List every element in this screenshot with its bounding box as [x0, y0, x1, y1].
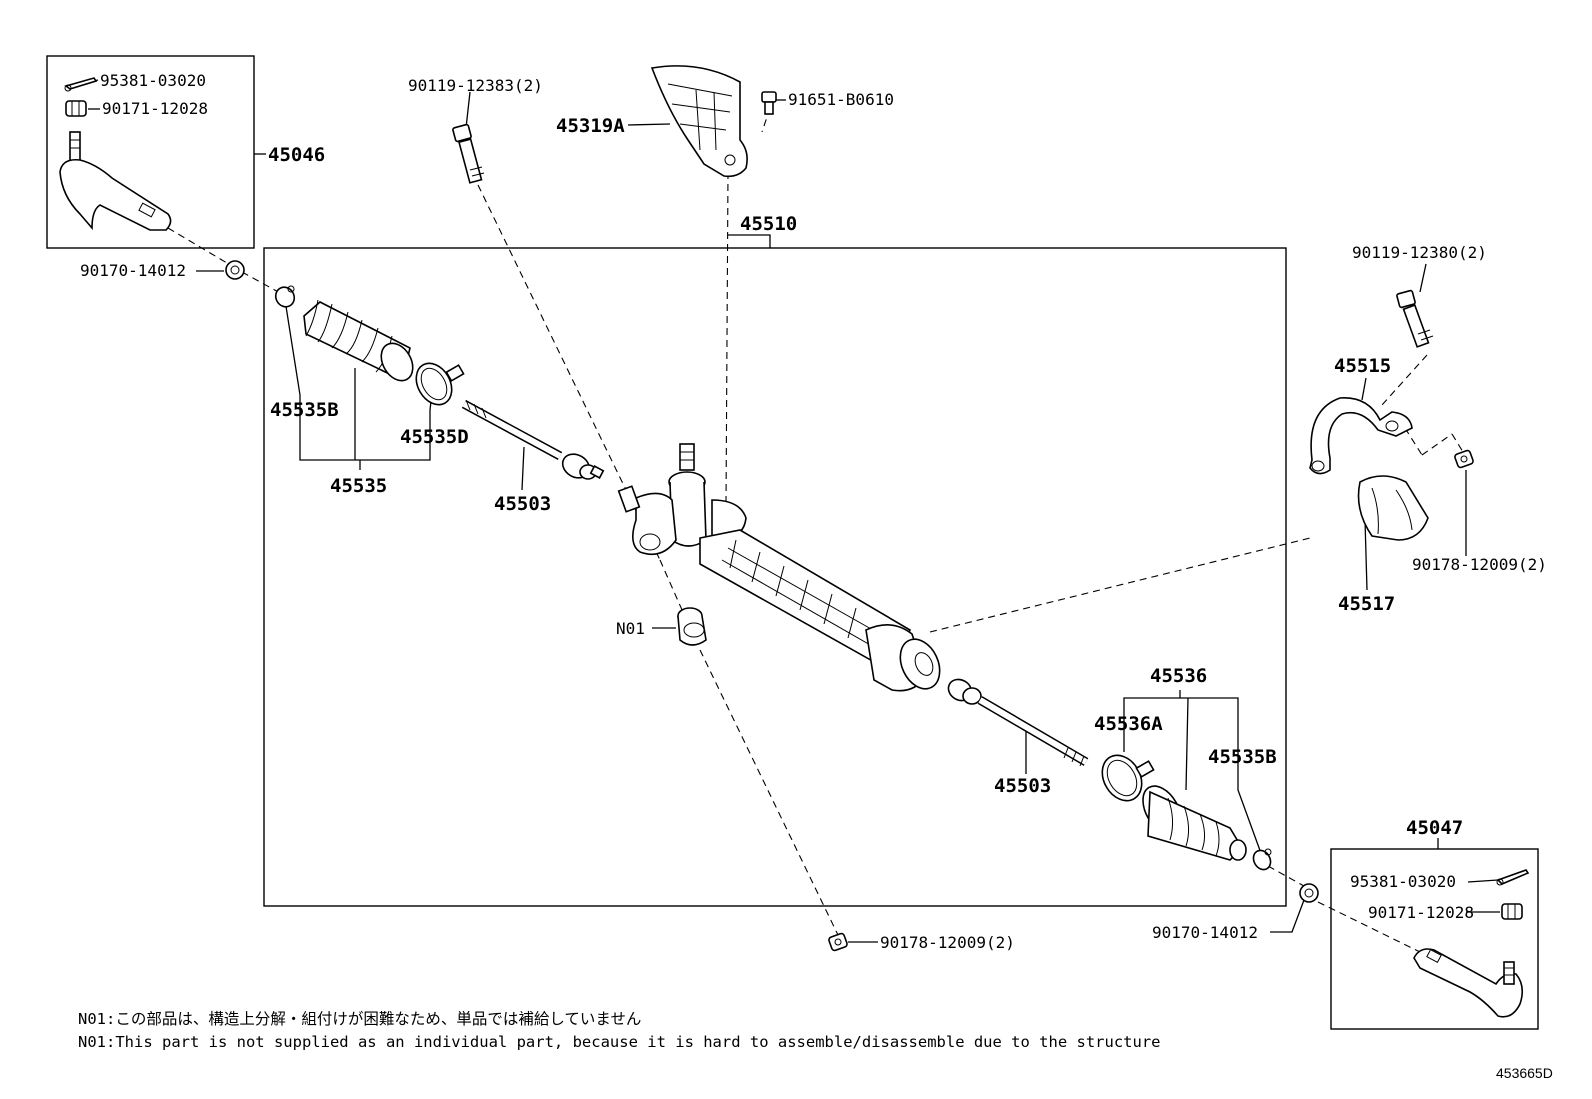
cotter-pin-icon	[64, 77, 98, 92]
label-90178-12009-bottom: 90178-12009(2)	[880, 933, 1015, 952]
dashed-leaders	[167, 107, 1464, 953]
label-45535: 45535	[330, 475, 387, 497]
castle-nut-right-icon	[1501, 903, 1523, 920]
label-90119-12380: 90119-12380(2)	[1352, 243, 1487, 262]
bushing-n01-icon	[677, 607, 707, 646]
steering-rack-housing-icon	[617, 443, 941, 692]
label-45503-right: 45503	[994, 775, 1051, 797]
tie-rod-end-left-icon	[59, 131, 172, 231]
clamp-45536a-icon	[1101, 754, 1155, 802]
label-91651-b0610: 91651-B0610	[788, 90, 894, 109]
nut-90178-bottom-icon	[828, 932, 848, 952]
clip-45535b-left-icon	[274, 285, 296, 308]
inner-tie-rod-right-icon	[947, 678, 1089, 767]
label-45047: 45047	[1406, 817, 1463, 839]
label-45536: 45536	[1150, 665, 1207, 687]
label-95381-03020-left: 95381-03020	[100, 71, 206, 90]
label-n01: N01	[616, 619, 645, 638]
tie-rod-end-right-icon	[1413, 948, 1524, 1018]
label-90170-14012-right: 90170-14012	[1152, 923, 1258, 942]
label-90178-12009-right: 90178-12009(2)	[1412, 555, 1547, 574]
label-90170-14012-left: 90170-14012	[80, 261, 186, 280]
note-n01-japanese: N01:この部品は、構造上分解・組付けが困難なため、単品では補給していません	[78, 1010, 641, 1028]
washer-left-icon	[225, 260, 245, 280]
label-45535b-right: 45535B	[1208, 746, 1277, 768]
label-90119-12383: 90119-12383(2)	[408, 76, 543, 95]
bolt-90119-12380-icon	[1396, 289, 1434, 348]
label-90171-12028-left: 90171-12028	[102, 99, 208, 118]
boot-left-icon	[303, 299, 414, 382]
label-45535d: 45535D	[400, 426, 469, 448]
label-45535b-left: 45535B	[270, 399, 339, 421]
bracket-45319a-icon	[650, 65, 748, 178]
label-95381-03020-right: 95381-03020	[1350, 872, 1456, 891]
inner-tie-rod-left-icon	[461, 399, 605, 480]
tie-rod-end-right-box	[1330, 848, 1539, 1030]
clamp-45535d-icon	[415, 362, 465, 406]
label-45517: 45517	[1338, 593, 1395, 615]
label-45319a: 45319A	[556, 115, 625, 137]
label-45503-left: 45503	[494, 493, 551, 515]
castle-nut-icon	[65, 100, 87, 117]
bushing-45517-icon	[1357, 475, 1429, 541]
label-90171-12028-right: 90171-12028	[1368, 903, 1474, 922]
tie-rod-end-left-box	[46, 55, 255, 249]
bracket-45515-icon	[1309, 397, 1413, 475]
rack-assembly-box	[263, 247, 1287, 907]
bolt-90119-12383-icon	[452, 123, 485, 184]
label-45515: 45515	[1334, 355, 1391, 377]
label-45046: 45046	[268, 144, 325, 166]
nut-90178-right-icon	[1454, 449, 1474, 469]
label-45536a: 45536A	[1094, 713, 1163, 735]
boot-right-icon	[1142, 785, 1247, 861]
cotter-pin-right-icon	[1496, 869, 1530, 886]
solid-leaders	[81, 79, 1500, 943]
clip-45535b-right-icon	[1252, 848, 1272, 871]
bolt-91651-icon	[761, 91, 777, 115]
label-45510: 45510	[740, 213, 797, 235]
washer-right-icon	[1299, 883, 1319, 903]
note-n01-english: N01:This part is not supplied as an indi…	[78, 1033, 1161, 1051]
diagram-reference-number: 453665D	[1496, 1065, 1553, 1081]
